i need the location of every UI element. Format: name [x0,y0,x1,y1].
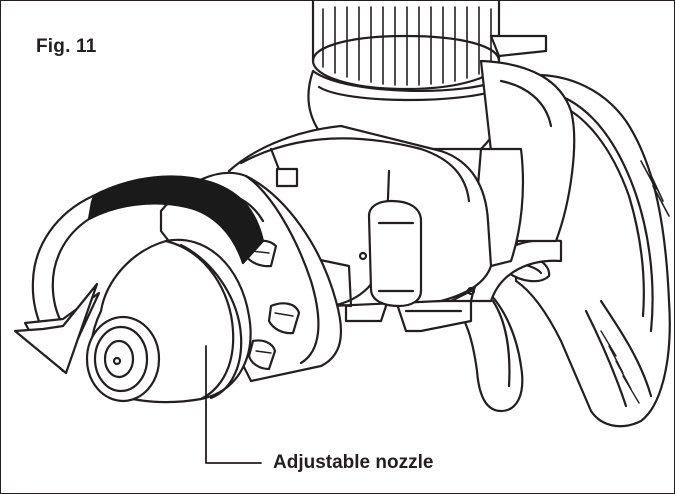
callout-adjustable-nozzle: Adjustable nozzle [273,452,434,473]
rotate-counterclockwise-arrow-icon [13,194,101,375]
figure-label: Fig. 11 [36,36,97,57]
adjustable-nozzle-cone [85,238,252,404]
main-body [307,59,576,273]
rotation-band [87,175,265,265]
nozzle-collar [159,171,343,383]
top-knob [311,1,548,91]
lower-frame [394,239,563,333]
callout-leader [205,345,262,464]
